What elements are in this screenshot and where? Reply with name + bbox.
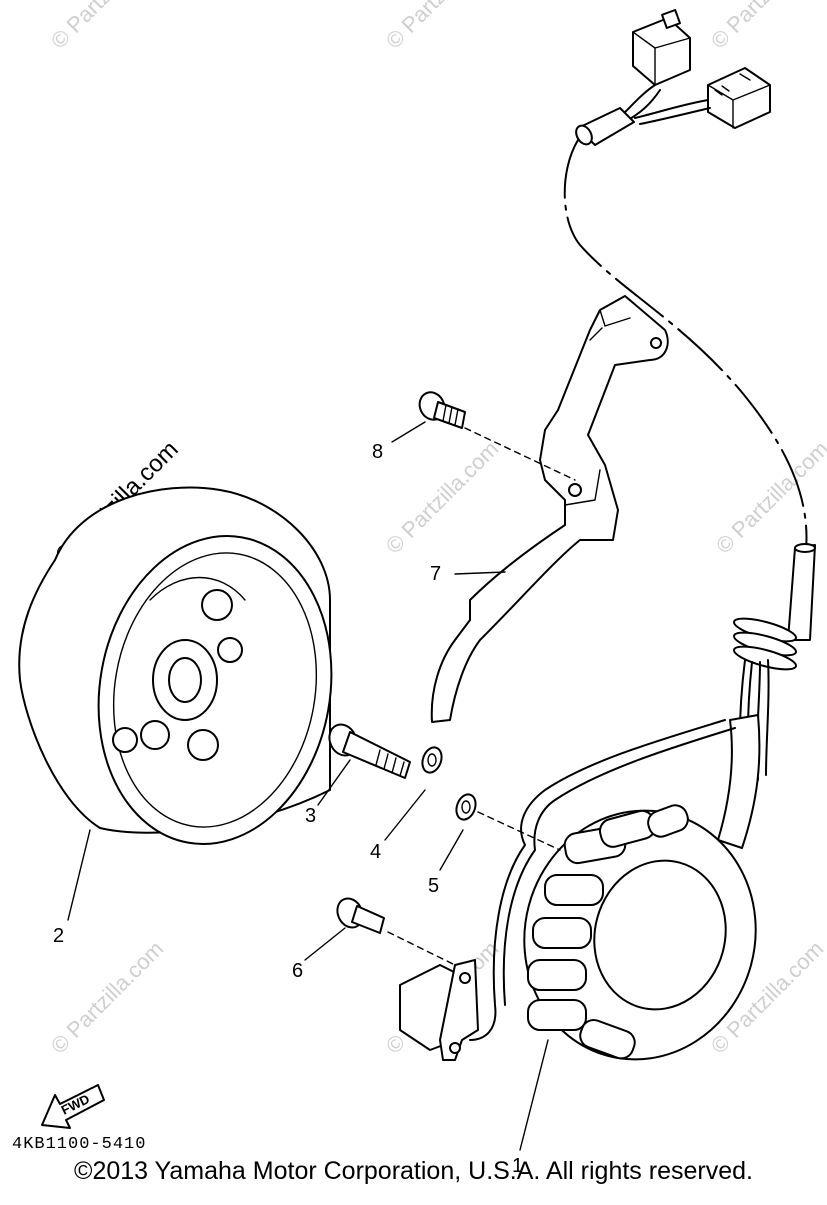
callout-4: 4 <box>370 841 381 863</box>
washer-5 <box>455 793 477 821</box>
copyright-notice: ©2013 Yamaha Motor Corporation, U.S.A. A… <box>74 1157 753 1185</box>
bolt-8 <box>418 391 466 429</box>
flywheel-rotor <box>18 486 333 845</box>
wire-grommet <box>733 617 797 671</box>
callout-2: 2 <box>53 925 64 947</box>
washer-4 <box>421 746 443 774</box>
part-code: 4KB1100-5410 <box>12 1135 147 1154</box>
wire-harness <box>563 139 808 551</box>
callout-6: 6 <box>292 960 303 982</box>
watermark: © Partzilla.com <box>46 936 169 1059</box>
pickup-coil <box>399 959 479 1061</box>
callout-numbers: 1 2 3 4 5 6 7 8 <box>53 441 523 1177</box>
watermark: © Partzilla.com <box>381 0 504 54</box>
fwd-arrow-icon: FWD <box>41 1084 105 1129</box>
watermark: © Partzilla.com <box>706 0 827 54</box>
wire-sleeve <box>787 544 816 641</box>
watermark: © Partzilla.com <box>46 0 169 54</box>
callout-7: 7 <box>430 563 441 585</box>
leader-lines <box>67 421 576 1151</box>
callout-5: 5 <box>428 875 439 897</box>
stator-coil <box>523 804 757 1061</box>
bolt-6 <box>336 897 385 934</box>
callout-3: 3 <box>305 805 316 827</box>
callout-1: 1 <box>512 1155 523 1177</box>
watermark: © Partzilla.com <box>711 436 827 559</box>
bolt-3 <box>328 723 411 779</box>
wire-connectors <box>575 9 771 146</box>
stator-lead <box>469 719 736 1041</box>
watermark: © Partzilla.com <box>381 436 504 559</box>
callout-8: 8 <box>372 441 383 463</box>
pickup-bracket <box>430 295 669 723</box>
